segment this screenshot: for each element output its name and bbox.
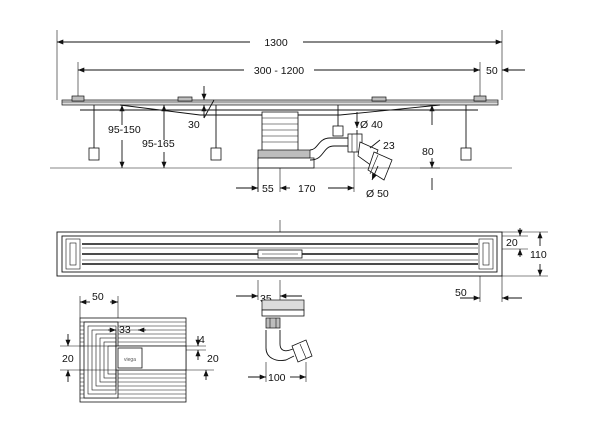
dim-channel-length: 300 - 1200	[254, 65, 304, 77]
dim-detail-inner: 33	[119, 324, 131, 336]
detail-hatching	[80, 321, 187, 399]
brand-mark: viega	[124, 357, 136, 363]
adjustable-feet	[88, 105, 472, 161]
corner-detail: 50	[60, 291, 219, 403]
dim-overall-length: 1300	[264, 37, 288, 49]
dim-overall-height: 95-165	[142, 138, 175, 150]
dim-section-outlet: 100	[268, 372, 286, 384]
dim-detail-gap: 4	[199, 334, 205, 346]
dim-top-thickness: 30	[188, 119, 200, 131]
dim-end-offset-top: 50	[486, 65, 498, 77]
dim-detail-width: 50	[92, 291, 104, 303]
dim-end-offset-plan: 50	[455, 287, 467, 299]
section-detail: 35 100	[236, 280, 313, 384]
dim-offset-55: 55	[262, 183, 274, 195]
dim-detail-height-right: 20	[207, 353, 219, 365]
dim-offset-170: 170	[298, 183, 316, 195]
drain-body	[257, 111, 393, 181]
dim-outlet-diameter: Ø 40	[360, 119, 383, 131]
dim-drain-diameter: Ø 50	[366, 188, 389, 200]
side-elevation: 1300 300 - 1200 50	[50, 30, 525, 200]
dim-section-width: 35	[260, 293, 272, 305]
dim-body-height: 110	[530, 249, 547, 261]
plan-view: 20 110 50	[56, 220, 548, 302]
dim-outlet-depth: 80	[422, 146, 434, 158]
dim-foot-height: 95-150	[108, 124, 141, 136]
dim-cover-height: 20	[506, 237, 518, 249]
dim-outlet-angle: 23	[383, 140, 395, 152]
dim-detail-height-left: 20	[62, 353, 74, 365]
